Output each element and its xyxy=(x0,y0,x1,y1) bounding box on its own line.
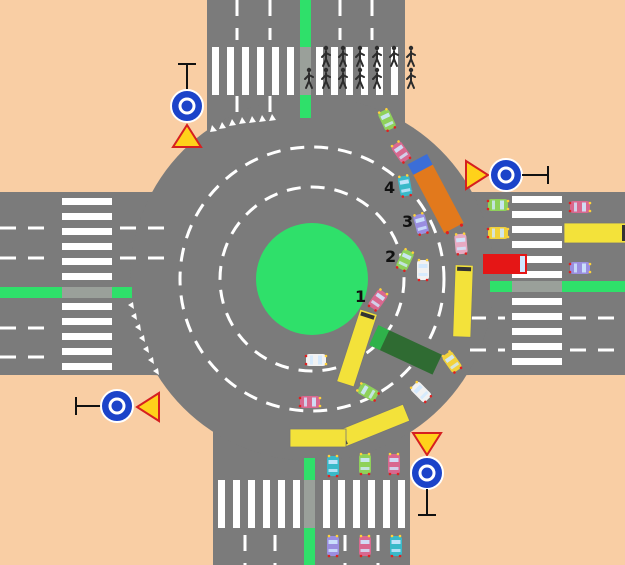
sign-southeast xyxy=(410,432,444,516)
vehicle-label-3: 3 xyxy=(402,212,413,231)
vehicle-label-1: 1 xyxy=(355,287,366,306)
south-approach-markings xyxy=(218,458,405,565)
roundabout-sign-icon xyxy=(410,456,444,490)
pedestrian-icon xyxy=(406,66,416,89)
yield-markings xyxy=(128,114,276,375)
car xyxy=(486,227,510,239)
car xyxy=(486,199,510,211)
car xyxy=(298,396,322,408)
yield-sign-icon xyxy=(465,159,490,191)
car xyxy=(568,262,592,274)
bus xyxy=(452,264,474,338)
yield-sign-icon xyxy=(411,432,443,457)
car xyxy=(327,454,339,478)
car xyxy=(417,258,429,282)
car xyxy=(454,232,468,256)
sign-southwest xyxy=(75,389,160,423)
van xyxy=(483,254,527,274)
yield-sign-icon xyxy=(171,123,203,148)
truck xyxy=(369,325,442,375)
car xyxy=(568,201,592,213)
vehicle-label-4: 4 xyxy=(384,178,395,197)
roundabout-sign-icon xyxy=(489,158,523,192)
roundabout-lane-markings xyxy=(178,145,446,413)
bus xyxy=(563,222,625,244)
north-approach-markings xyxy=(212,0,398,118)
car xyxy=(388,452,400,476)
bus xyxy=(289,428,347,448)
vehicle-label-2: 2 xyxy=(385,247,396,266)
car xyxy=(327,534,339,558)
sign-northeast xyxy=(465,158,549,192)
sign-northwest xyxy=(170,63,204,148)
roundabout-sign-icon xyxy=(170,89,204,123)
roundabout-sign-icon xyxy=(100,389,134,423)
car xyxy=(304,354,328,366)
car xyxy=(359,452,371,476)
west-approach-markings xyxy=(0,198,165,370)
truck xyxy=(407,153,464,235)
car xyxy=(359,534,371,558)
vehicles xyxy=(289,107,625,558)
car xyxy=(390,534,402,558)
east-approach-markings xyxy=(470,196,625,365)
yield-sign-icon xyxy=(135,391,160,423)
pedestrian-icon xyxy=(406,44,416,67)
bus xyxy=(336,308,378,388)
central-island xyxy=(256,223,368,335)
